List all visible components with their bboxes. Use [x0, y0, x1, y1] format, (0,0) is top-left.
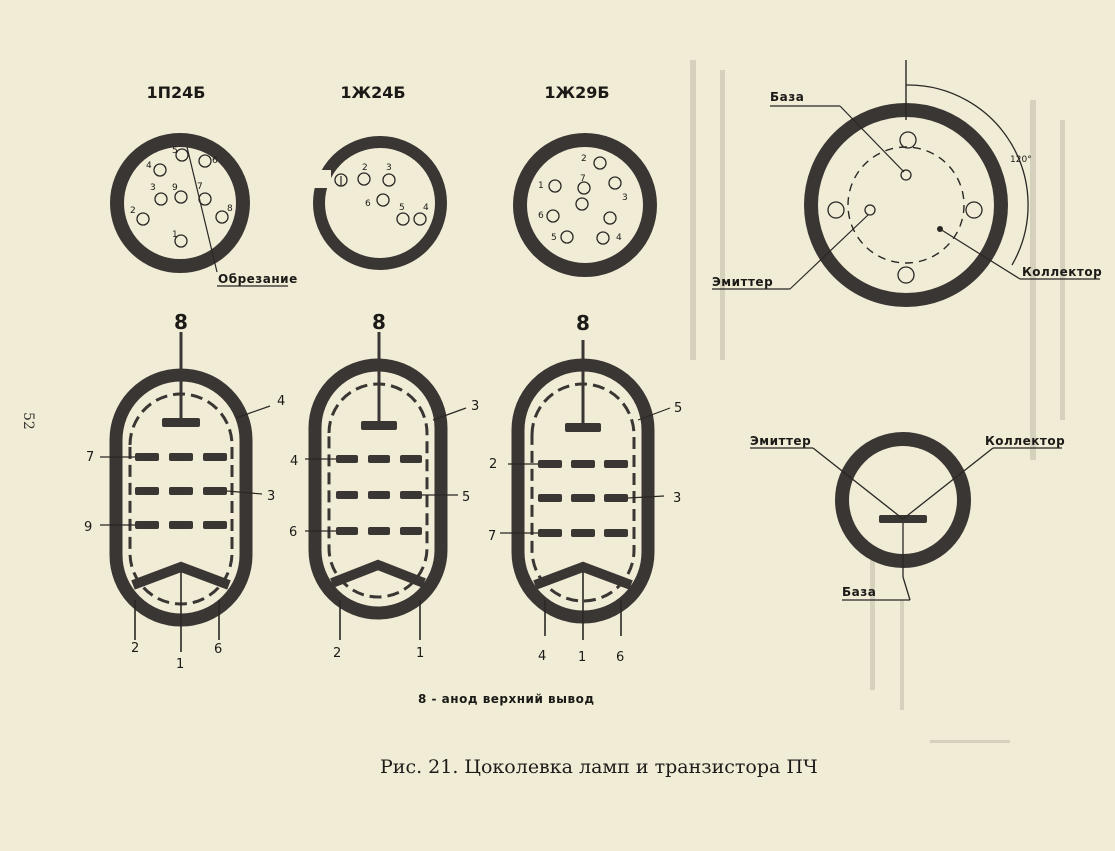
tube-3-pin-right-1: 3 — [673, 491, 681, 506]
tube-2-pin-bottom-2: 1 — [416, 646, 424, 661]
tube-1-pin-left-1: 7 — [86, 450, 94, 465]
show-through-background — [690, 60, 1065, 743]
transistor-base-label: База — [770, 90, 804, 104]
symbol-emitter-label: Эмиттер — [750, 434, 811, 448]
socket-3: 2 1 7 3 6 5 4 — [513, 133, 657, 277]
socket-1-pin-3: 3 — [150, 183, 156, 193]
transistor-collector-label: Коллектор — [1022, 265, 1102, 279]
tube-1-pin-right-upper: 4 — [277, 394, 285, 409]
tube-1-pin-bottom-3: 6 — [214, 642, 222, 657]
tube-2-pin-right-1: 5 — [462, 490, 470, 505]
tube-2-pin-left-2: 6 — [289, 525, 297, 540]
tube-2-pin-bottom-1: 2 — [333, 646, 341, 661]
socket-3-pin-3: 3 — [622, 193, 628, 203]
page-number: 52 — [20, 412, 36, 430]
tube-2-pin-top: 8 — [372, 310, 386, 334]
socket-3-pin-2: 2 — [581, 154, 587, 164]
tube-2: 8 3 4 6 5 2 1 — [289, 310, 479, 661]
socket-3-pin-1: 1 — [538, 181, 544, 191]
tube-3-pin-bottom-2: 1 — [578, 650, 586, 665]
socket-1-pin-6: 6 — [212, 156, 218, 166]
tube-1-pin-top: 8 — [174, 310, 188, 334]
socket-2-pin-6: 6 — [365, 199, 371, 209]
tube-2-pin-right-upper: 3 — [471, 399, 479, 414]
tube-3: 8 5 2 7 3 4 1 6 — [488, 311, 682, 665]
tube-3-pin-left-1: 2 — [489, 457, 497, 472]
tube-type-label-2: 1Ж24Б — [340, 83, 405, 102]
cutout-label: Обрезание — [218, 272, 298, 286]
tube-1-pin-bottom-1: 2 — [131, 641, 139, 656]
socket-1-pin-7: 7 — [197, 182, 203, 192]
tube-3-pin-bottom-3: 6 — [616, 650, 624, 665]
anode-note: 8 - анод верхний вывод — [418, 692, 595, 706]
socket-1-pin-8: 8 — [227, 204, 233, 214]
tube-2-pin-left-1: 4 — [290, 454, 298, 469]
transistor-base-view: База Эмиттер Коллектор 120° — [712, 60, 1102, 307]
socket-3-pin-4: 4 — [616, 233, 622, 243]
transistor-symbol: Эмиттер Коллектор База — [750, 432, 1065, 601]
socket-1-pin-4: 4 — [146, 161, 152, 171]
tube-1-pin-left-2: 9 — [84, 520, 92, 535]
socket-2-pin-2: 2 — [362, 163, 368, 173]
socket-2: 2 3 6 5 4 — [313, 136, 447, 270]
socket-1-pin-1: 1 — [172, 230, 178, 240]
tube-1-pin-right-1: 3 — [267, 489, 275, 504]
socket-3-pin-6: 6 — [538, 211, 544, 221]
socket-3-pin-7: 7 — [580, 174, 586, 184]
tube-3-pin-left-2: 7 — [488, 529, 496, 544]
symbol-base-label: База — [842, 585, 876, 599]
socket-1-pin-5: 5 — [172, 146, 178, 156]
tube-3-pin-top: 8 — [576, 311, 590, 335]
socket-1-pin-2: 2 — [130, 206, 136, 216]
socket-2-pin-5: 5 — [399, 203, 405, 213]
symbol-collector-label: Коллектор — [985, 434, 1065, 448]
tube-type-label-1: 1П24Б — [147, 83, 206, 102]
transistor-emitter-label: Эмиттер — [712, 275, 773, 289]
figure-caption: Рис. 21. Цоколевка ламп и транзистора ПЧ — [380, 756, 818, 778]
tube-1-pin-bottom-2: 1 — [176, 657, 184, 672]
socket-1-pin-9: 9 — [172, 183, 178, 193]
tube-type-label-3: 1Ж29Б — [544, 83, 609, 102]
socket-2-pin-4: 4 — [423, 203, 429, 213]
socket-2-pin-3: 3 — [386, 163, 392, 173]
socket-3-pin-5: 5 — [551, 233, 557, 243]
tube-1: 8 4 7 9 3 2 1 6 — [84, 310, 285, 672]
socket-1: 5 4 6 3 9 7 2 8 1 Обрезание — [110, 133, 298, 287]
angle-label: 120° — [1010, 155, 1032, 165]
tube-3-pin-bottom-1: 4 — [538, 649, 546, 664]
tube-3-pin-right-upper: 5 — [674, 401, 682, 416]
